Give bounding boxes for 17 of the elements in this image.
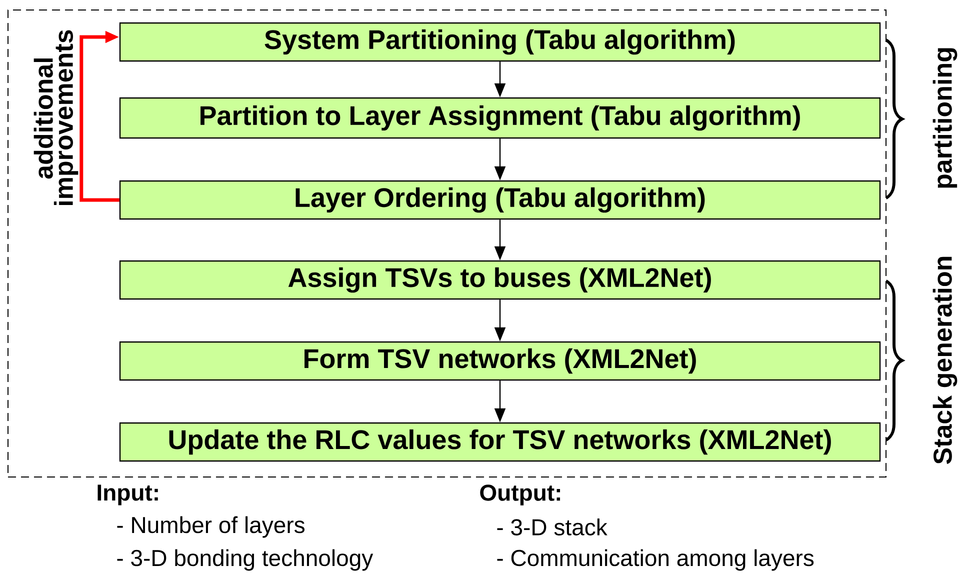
process-box: Layer Ordering (Tabu algorithm) (119, 180, 881, 220)
process-box: Partition to Layer Assignment (Tabu algorithm) (119, 97, 881, 139)
list-heading: Input: (98, 484, 158, 506)
group-label: partitioning (932, 48, 958, 188)
edge-label: additional improvements (34, 30, 78, 206)
feedback-arrow (80, 30, 120, 202)
group-label: Stack generation (932, 256, 958, 464)
list-item: - Number of layers (117, 516, 304, 538)
list-item: - 3-D stack (497, 518, 608, 536)
process-box: Assign TSVs to buses (XML2Net) (119, 260, 881, 300)
list-item: - 3-D bonding technology (117, 549, 374, 571)
process-box: Form TSV networks (XML2Net) (119, 341, 881, 381)
list-item: - Communication among layers (497, 549, 814, 571)
dashed-frame (8, 10, 886, 478)
process-box: Update the RLC values for TSV networks (XML2Net) (119, 422, 881, 462)
list-heading: Output: (480, 484, 560, 506)
process-box: System Partitioning (Tabu algorithm) (119, 22, 881, 62)
